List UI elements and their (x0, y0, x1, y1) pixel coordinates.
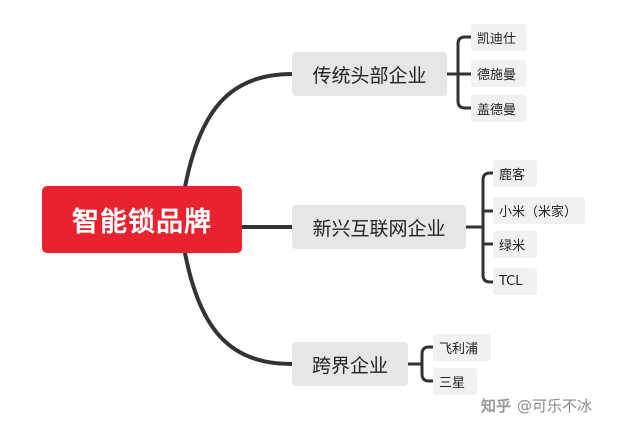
edge-branch-3-to-leaf-2 (420, 362, 435, 383)
watermark: 知乎 @可乐不冰 (481, 392, 621, 418)
root-node[interactable]: 智能锁品牌 (42, 186, 242, 253)
edge-branch-1-to-leaf-1 (445, 35, 473, 76)
edge-root-to-branch-3 (183, 251, 294, 366)
branch-node-crossover[interactable]: 跨界企业 (292, 342, 408, 386)
watermark-author: @可乐不冰 (517, 396, 593, 415)
leaf-node[interactable]: 三星 (433, 368, 477, 395)
leaf-node[interactable]: 绿米 (493, 231, 537, 258)
edge-branch-2-to-leaf-4 (481, 242, 495, 284)
leaf-node[interactable]: 德施曼 (471, 60, 526, 87)
leaf-node[interactable]: 凯迪仕 (471, 24, 526, 51)
watermark-site: 知乎 (481, 396, 512, 415)
edge-branch-2-to-leaf-3 (481, 225, 495, 246)
edge-branch-1-to-leaf-3 (456, 72, 473, 110)
leaf-node[interactable]: 小米（米家） (493, 197, 585, 224)
edge-root-to-branch-1 (183, 72, 294, 189)
leaf-node[interactable]: TCL (493, 268, 537, 295)
edge-branch-2-to-leaf-1 (464, 171, 495, 229)
leaf-node[interactable]: 鹿客 (493, 160, 537, 187)
leaf-node[interactable]: 盖德曼 (471, 95, 526, 122)
leaf-node[interactable]: 飞利浦 (433, 334, 491, 361)
edge-branch-3-to-leaf-1 (406, 345, 435, 366)
branch-node-traditional[interactable]: 传统头部企业 (292, 52, 447, 96)
branch-node-internet[interactable]: 新兴互联网企业 (292, 205, 466, 249)
